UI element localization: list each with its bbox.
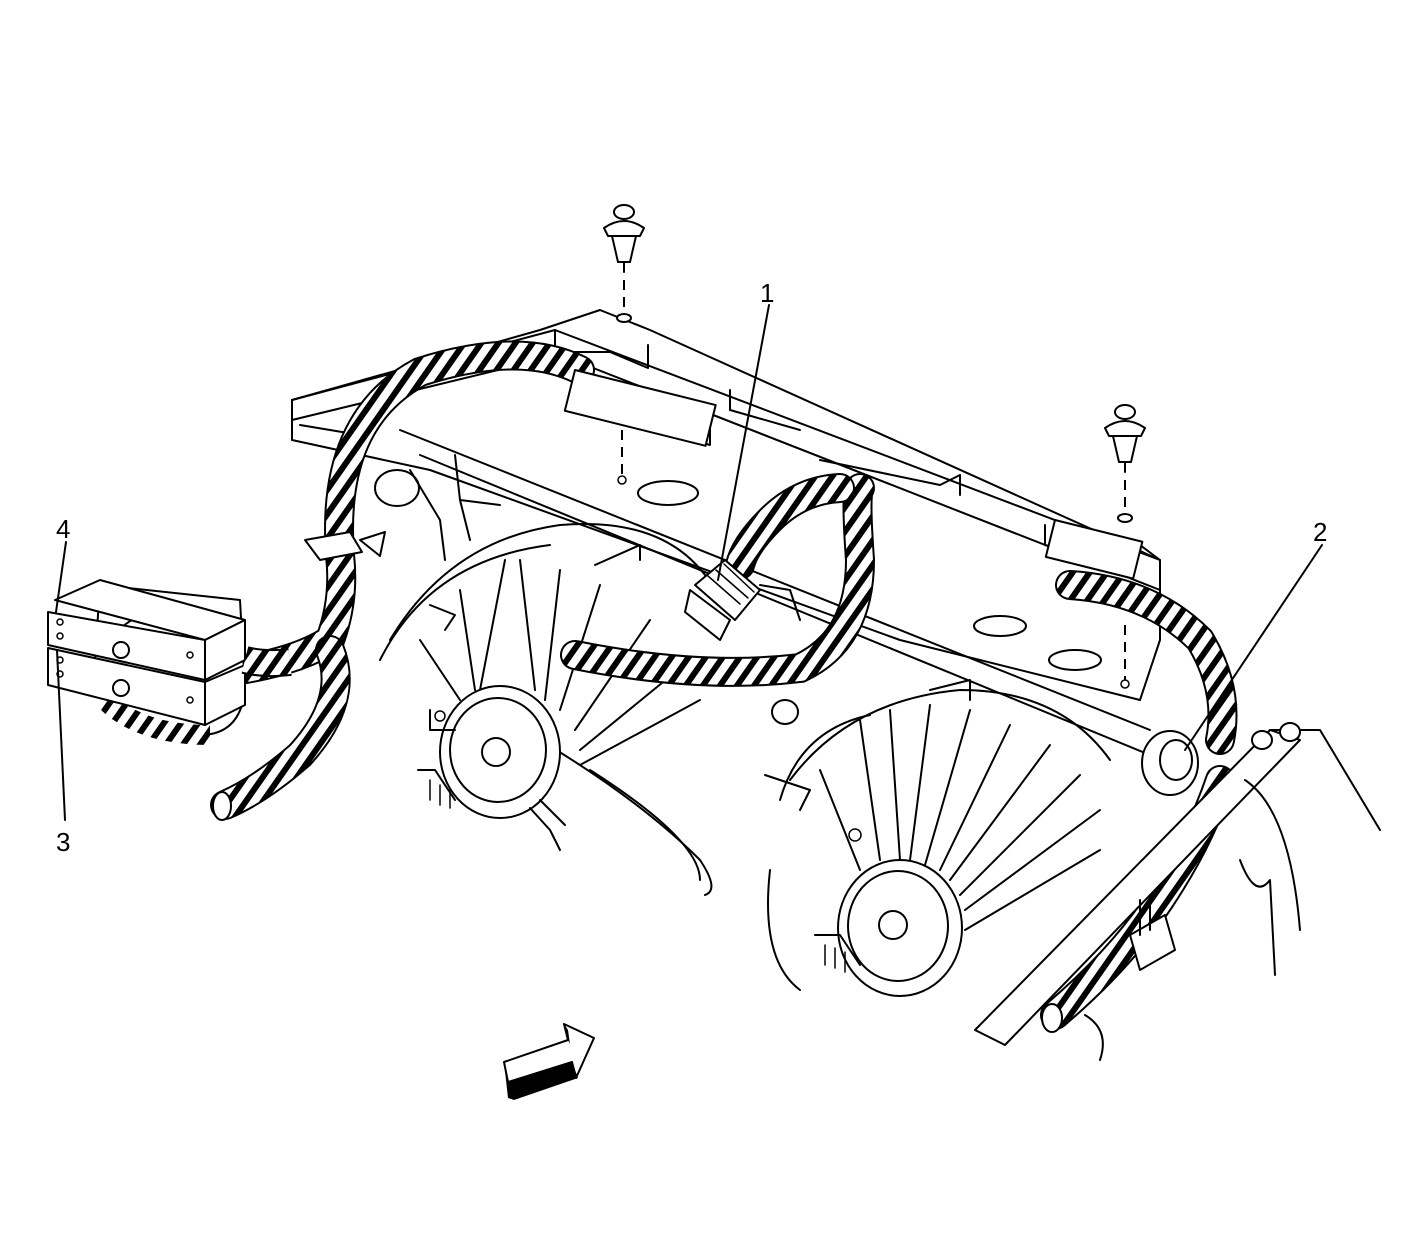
cooling-fan-right-icon <box>764 679 1111 997</box>
callout-1-leader <box>717 304 770 581</box>
harness-connector-icon <box>684 559 761 641</box>
harness-junction-block-icon <box>47 579 292 745</box>
view-direction-arrow-icon <box>503 1023 595 1100</box>
harness-grommet-icon <box>1141 730 1199 796</box>
lower-brace-icon <box>974 722 1381 1061</box>
wiring-harness-icon <box>210 340 1238 1033</box>
callout-4-leader <box>55 541 67 613</box>
push-pin-retainer-icon <box>603 204 645 476</box>
callout-2-label: 2 <box>1313 517 1327 547</box>
callout-1-label: 1 <box>760 278 774 308</box>
callout-4-label: 4 <box>56 514 70 544</box>
callout-leaders <box>55 304 1323 821</box>
push-pin-retainer-icon <box>1104 404 1146 680</box>
callout-3-label: 3 <box>56 827 70 857</box>
callout-3-leader <box>56 649 66 821</box>
callout-2-leader <box>1184 544 1323 751</box>
cooling-fan-left-icon <box>379 523 721 896</box>
